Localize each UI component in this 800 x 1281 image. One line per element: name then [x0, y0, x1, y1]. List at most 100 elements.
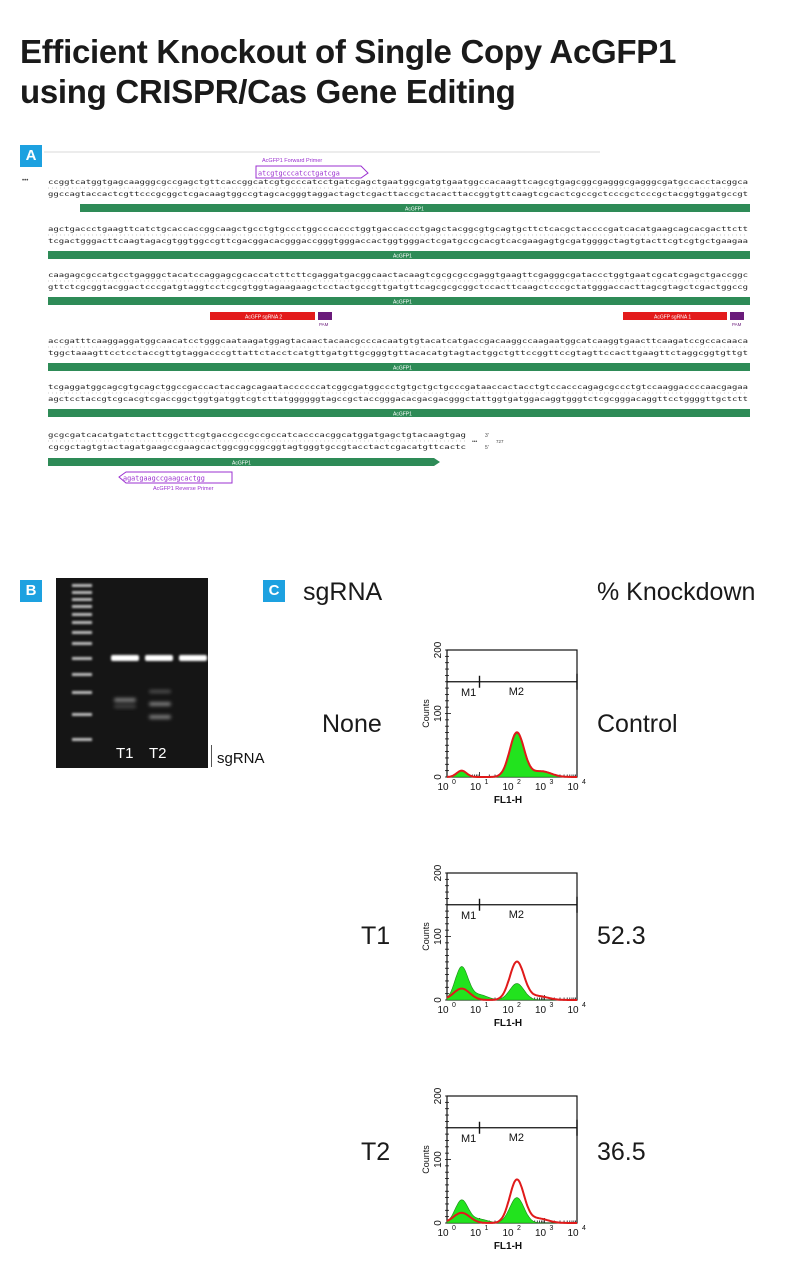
- x-tick-label: 10: [470, 1228, 482, 1239]
- x-tick-exponent: 3: [550, 1225, 554, 1232]
- x-axis-label: FL1-H: [494, 795, 522, 806]
- gate-m2-label: M2: [509, 686, 524, 698]
- row-t1-value: 52.3: [597, 922, 646, 950]
- svg-text:5': 5': [485, 445, 489, 451]
- y-tick-label: 100: [433, 705, 444, 722]
- svg-text:AcGFP1: AcGFP1: [405, 207, 424, 213]
- x-tick-label: 10: [567, 782, 579, 793]
- x-tick-label: 10: [437, 1005, 449, 1016]
- title-line-1: Efficient Knockout of Single Copy AcGFP1: [20, 33, 676, 70]
- sgrna-1-label: AcGFP sgRNA 1: [654, 315, 691, 321]
- x-axis-label: FL1-H: [494, 1241, 522, 1252]
- y-tick-label: 0: [433, 774, 444, 780]
- dna-ladder: [72, 584, 92, 741]
- sequence-row-1: ccggtcatggtgagcaagggcgccgagctgttcaccggca…: [48, 179, 750, 213]
- row-t2-value: 36.5: [597, 1138, 646, 1166]
- plot-frame: [446, 1095, 578, 1224]
- x-tick-exponent: 4: [582, 779, 586, 786]
- row-1-top-strand: ccggtcatggtgagcaagggcgccgagctgttcaccggca…: [48, 179, 748, 186]
- x-tick-label: 10: [502, 1005, 514, 1016]
- panel-b-badge: B: [20, 580, 42, 602]
- x-tick-label: 10: [502, 782, 514, 793]
- gate-m2-label: M2: [509, 909, 524, 921]
- x-tick-label: 10: [470, 782, 482, 793]
- pam-1-label: PAM: [732, 322, 742, 327]
- gel-bracket: [211, 745, 212, 767]
- x-tick-exponent: 0: [452, 1002, 456, 1009]
- y-axis-label: Counts: [421, 922, 431, 951]
- sequence-map: AcGFP1 Forward Primer atcgtgcccatcctgatc…: [22, 151, 750, 492]
- x-tick-exponent: 1: [485, 1225, 489, 1232]
- x-tick-exponent: 4: [582, 1002, 586, 1009]
- forward-primer-arrow: [255, 165, 369, 179]
- row-5-bottom-strand: agctcctaccgtcgcacgtcgaccggctggtgatggtcgt…: [48, 396, 748, 403]
- forward-primer-sequence: atcgtgcccatcctgatcga: [258, 170, 340, 178]
- gate-m1-label: M1: [461, 687, 476, 699]
- y-axis-label: Counts: [421, 1145, 431, 1174]
- x-axis-label: FL1-H: [494, 1018, 522, 1029]
- cleavage-bands: [114, 690, 171, 719]
- row-2-gene-bar: [48, 251, 750, 259]
- gel-bands: [72, 584, 207, 741]
- x-tick-label: 10: [502, 1228, 514, 1239]
- row-3-top-strand: caagagcgccatgcctgagggctacatccaggagcgcacc…: [48, 272, 748, 279]
- svg-text:3': 3': [485, 433, 489, 439]
- sequence-row-5: tcgaggatggcagcgtgcagctggccgaccactaccagca…: [48, 384, 750, 418]
- gel-sgrna-label: sgRNA: [217, 750, 265, 767]
- y-axis-label: Counts: [421, 699, 431, 728]
- x-tick-label: 10: [535, 1005, 547, 1016]
- lane-t1-label: T1: [116, 745, 134, 762]
- row-6-top-strand: gcgcgatcacatgatctacttcggcttcgtgaccgccgcc…: [48, 432, 466, 439]
- svg-text:AcGFP1: AcGFP1: [393, 366, 412, 372]
- x-tick-exponent: 0: [452, 1225, 456, 1232]
- row-6-bottom-strand: cgcgctagtgtactagatgaagccgaagcactggcggcgg…: [48, 444, 466, 451]
- row-4-bottom-strand: tggctaaagttcctcctaccgttgtaggacccgttattct…: [48, 350, 748, 357]
- panel-a-badge: A: [20, 145, 42, 167]
- sgrna-2-label: AcGFP sgRNA 2: [245, 315, 282, 321]
- sequence-row-6: gcgcgatcacatgatctacttcggcttcgtgaccgccgcc…: [48, 432, 504, 492]
- pam-2-label: PAM: [319, 322, 329, 327]
- svg-text:AcGFP1: AcGFP1: [393, 300, 412, 306]
- x-tick-label: 10: [567, 1228, 579, 1239]
- svg-text:•••: •••: [472, 439, 478, 445]
- row-3-gene-bar: [48, 297, 750, 305]
- x-tick-exponent: 2: [517, 1002, 521, 1009]
- figure-title: Efficient Knockout of Single Copy AcGFP1…: [20, 32, 780, 112]
- lane-t2-label: T2: [149, 745, 167, 762]
- y-tick-label: 200: [433, 641, 444, 658]
- svg-text:AcGFP1: AcGFP1: [393, 412, 412, 418]
- y-tick-label: 100: [433, 1151, 444, 1168]
- y-tick-label: 100: [433, 928, 444, 945]
- gate-m2-label: M2: [509, 1132, 524, 1144]
- sgrna-column-header: sgRNA: [303, 578, 383, 606]
- row-2-top-strand: agctgaccctgaagttcatctgcaccaccggcaagctgcc…: [48, 226, 748, 233]
- knockdown-column-header: % Knockdown: [597, 578, 756, 606]
- y-tick-label: 0: [433, 997, 444, 1003]
- svg-text:AcGFP1: AcGFP1: [393, 254, 412, 260]
- x-tick-exponent: 2: [517, 1225, 521, 1232]
- row-3-bottom-strand: gttctcgcggtacggactcccgatgtaggtcctcgcgtgg…: [48, 284, 748, 291]
- row-4-top-strand: accgatttcaaggaggatggcaacatcctgggcaataaga…: [48, 338, 748, 345]
- y-tick-label: 200: [433, 864, 444, 881]
- title-line-2: using CRISPR/Cas Gene Editing: [20, 73, 516, 110]
- sequence-row-4: accgatttcaaggaggatggcaacatcctgggcaataaga…: [48, 338, 750, 372]
- row-control-value: Control: [597, 710, 678, 738]
- row-t2-label: T2: [361, 1138, 391, 1166]
- histogram-outline-series: [447, 731, 577, 778]
- reverse-primer-label: AcGFP1 Reverse Primer: [153, 486, 214, 492]
- x-tick-label: 10: [535, 1228, 547, 1239]
- row-1-bottom-strand: ggccagtaccactcgttcccgcggctcgacaagtggccgt…: [48, 191, 748, 198]
- dots-left: •••: [22, 178, 28, 184]
- pam-2-bar: [318, 312, 332, 320]
- x-tick-exponent: 2: [517, 779, 521, 786]
- y-tick-label: 200: [433, 1087, 444, 1104]
- gate-m1-label: M1: [461, 1133, 476, 1145]
- row-5-top-strand: tcgaggatggcagcgtgcagctggccgaccactaccagca…: [48, 384, 748, 391]
- reverse-primer-sequence: agatgaagccgaagcactgg: [123, 475, 205, 483]
- sequence-row-3: caagagcgccatgcctgagggctacatccaggagcgcacc…: [48, 272, 750, 327]
- x-tick-exponent: 1: [485, 1002, 489, 1009]
- gate-m1-label: M1: [461, 910, 476, 922]
- sgrna-2-bar: [210, 312, 315, 320]
